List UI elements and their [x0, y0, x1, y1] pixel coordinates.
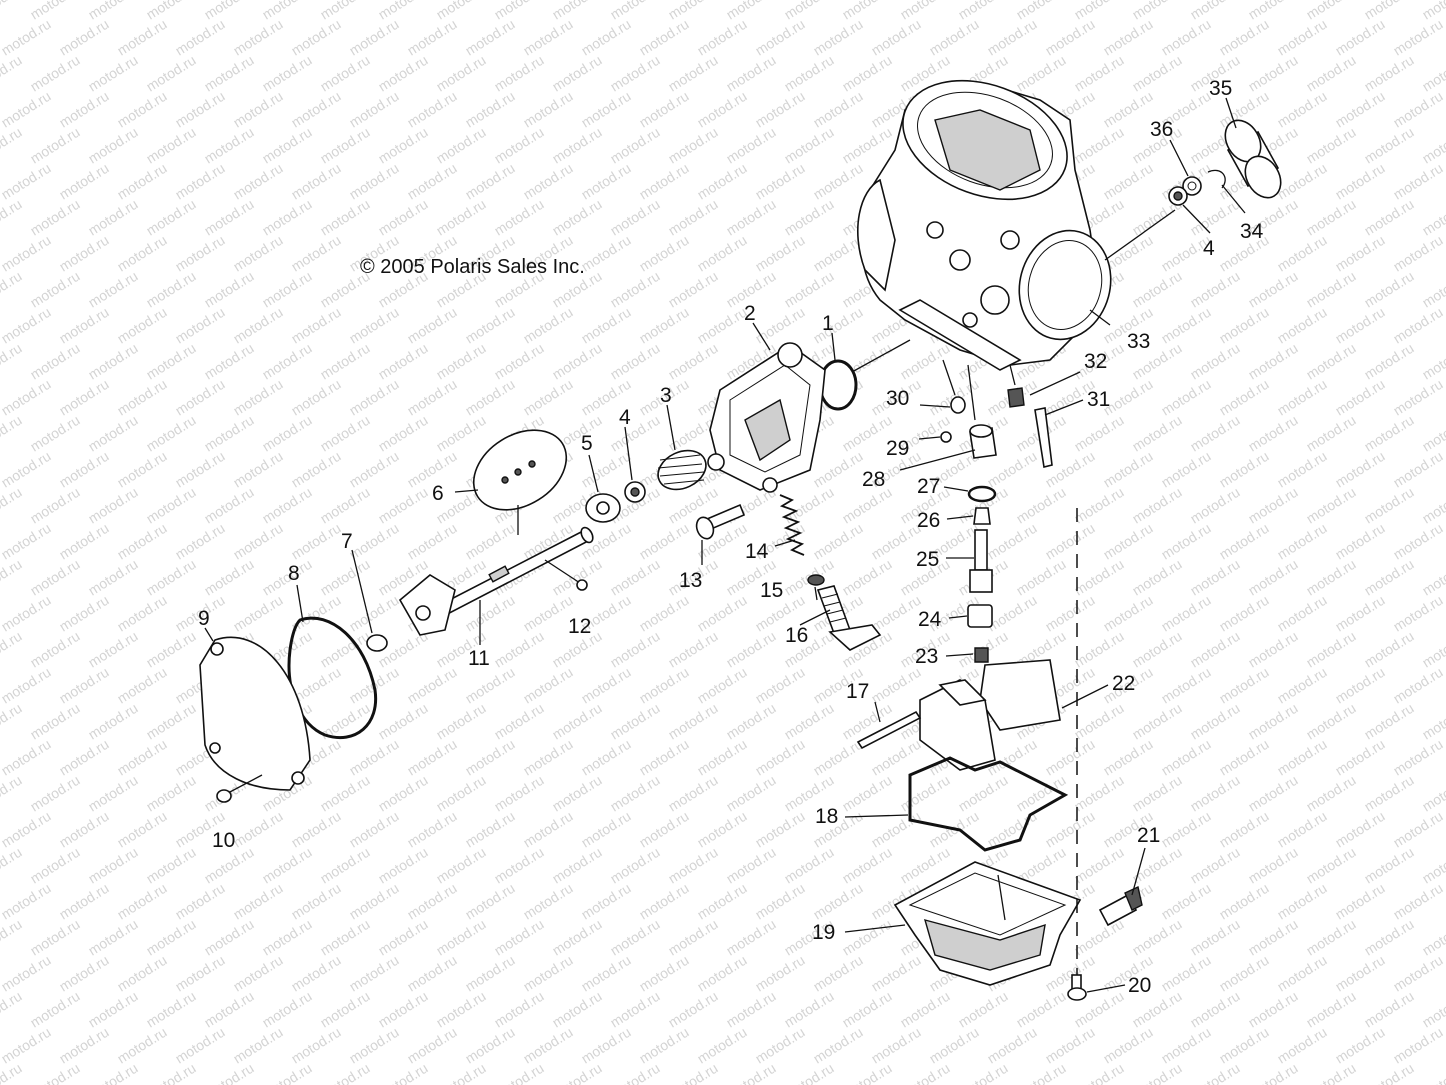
- callout-2: 2: [744, 302, 756, 325]
- part-pin-17: [856, 710, 922, 750]
- callout-31: 31: [1087, 388, 1110, 411]
- callout-25: 25: [916, 548, 939, 571]
- part-carburetor-body: [857, 79, 1112, 371]
- callout-29: 29: [886, 437, 909, 460]
- callout-13: 13: [679, 569, 702, 592]
- part-o-ring-15: [807, 574, 825, 586]
- part-sleeve: [1224, 119, 1282, 199]
- part-washer-29: [940, 431, 952, 443]
- callout-8: 8: [288, 562, 300, 585]
- part-jet-26: [973, 507, 991, 525]
- callout-19: 19: [812, 921, 835, 944]
- part-emulsion-tube-25: [969, 529, 993, 593]
- callout-30: 30: [886, 387, 909, 410]
- callout-21: 21: [1137, 824, 1160, 847]
- callout-20: 20: [1128, 974, 1151, 997]
- part-needle-31: [1034, 407, 1053, 468]
- callout-27: 27: [917, 475, 940, 498]
- callout-24: 24: [918, 608, 942, 631]
- part-screw-20: [1067, 974, 1087, 1001]
- callout-16: 16: [785, 624, 808, 647]
- callout-26: 26: [917, 509, 940, 532]
- callout-4-right: 4: [1203, 237, 1215, 260]
- part-float-bowl: [893, 861, 1082, 986]
- callout-14: 14: [745, 540, 769, 563]
- part-clip-34: [1207, 169, 1226, 189]
- callout-7: 7: [341, 530, 353, 553]
- part-jet-holder-28: [967, 364, 997, 459]
- part-jet-23: [974, 647, 989, 663]
- part-plug-7: [366, 634, 388, 652]
- part-shaft-11: [398, 526, 594, 636]
- callout-6: 6: [432, 482, 444, 505]
- part-spring-14: [779, 494, 805, 556]
- part-needle-jet-24: [967, 604, 993, 628]
- part-float-22: [919, 659, 1061, 771]
- part-cover-9: [199, 636, 311, 791]
- callout-10: 10: [212, 829, 235, 852]
- callout-4-left: 4: [619, 406, 631, 429]
- callout-22: 22: [1112, 672, 1135, 695]
- part-cover-housing: [707, 342, 826, 493]
- callout-23: 23: [915, 645, 938, 668]
- part-plug-32: [1007, 364, 1025, 408]
- part-gasket-ring-8: [287, 616, 378, 740]
- callout-17: 17: [846, 680, 869, 703]
- part-screw-13: [695, 503, 746, 540]
- copyright-notice: © 2005 Polaris Sales Inc.: [360, 256, 585, 278]
- part-washer-36: [1182, 176, 1202, 196]
- callout-28: 28: [862, 468, 885, 491]
- callout-33: 33: [1127, 330, 1150, 353]
- callout-5: 5: [581, 432, 593, 455]
- callout-1: 1: [822, 312, 834, 335]
- callout-15: 15: [760, 579, 783, 602]
- part-o-ring-27: [967, 485, 997, 503]
- callout-labels: 1 2 3 4 4 5 6 7 8 9 10 11 12 13 14 15 16…: [198, 77, 1264, 997]
- callout-9: 9: [198, 607, 210, 630]
- part-screw-16: [816, 585, 882, 651]
- part-gasket-18: [908, 756, 1069, 852]
- callout-12: 12: [568, 615, 591, 638]
- part-screw-12: [544, 559, 588, 591]
- callout-35: 35: [1209, 77, 1232, 100]
- part-drain-screw-21: [1098, 886, 1143, 927]
- callout-32: 32: [1084, 350, 1107, 373]
- part-spring-3: [657, 449, 707, 491]
- callout-36: 36: [1150, 118, 1173, 141]
- part-screw-10: [216, 774, 263, 803]
- part-o-ring-1: [818, 359, 858, 411]
- part-screw-30: [942, 359, 966, 414]
- callout-3: 3: [660, 384, 672, 407]
- callout-11: 11: [468, 647, 490, 670]
- callout-18: 18: [815, 805, 838, 828]
- callout-34: 34: [1240, 220, 1264, 243]
